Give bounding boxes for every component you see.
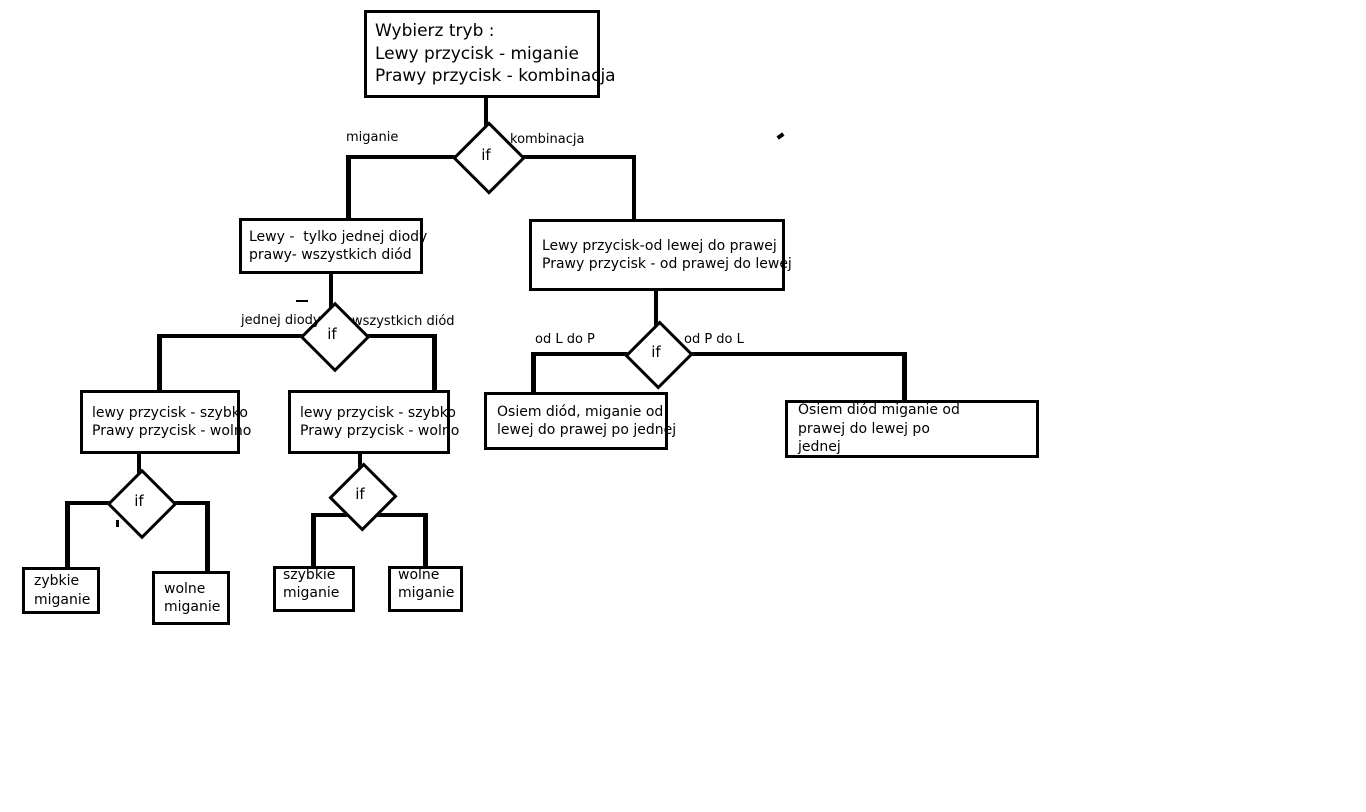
node-slow-blink-1-line-2: miganie <box>164 599 221 615</box>
node-left-mode[interactable]: Lewy - tylko jednej diody prawy- wszystk… <box>239 218 428 274</box>
decision-if-root[interactable]: if <box>452 121 526 195</box>
node-slow-blink-2-line-1: wolne <box>398 566 440 583</box>
node-left-speed-all[interactable]: lewy przycisk - szybko Prawy przycisk - … <box>288 390 460 454</box>
node-fast-blink-1-line-1: zybkie <box>34 573 80 590</box>
edge-if-left-mode-right-vertical <box>432 334 437 390</box>
edge-label-kombinacja: kombinacja <box>510 132 585 147</box>
decision-if-root-label: if <box>481 146 491 164</box>
edge-if-root-left-horizontal <box>348 155 466 159</box>
stray-mark-left-subtree <box>116 520 119 527</box>
decision-if-speed-one-label: if <box>134 492 144 510</box>
node-right-mode[interactable]: Lewy przycisk-od lewej do prawej Prawy p… <box>529 219 792 291</box>
node-eight-rl-line-1: Osiem diód miganie od <box>798 402 960 419</box>
node-right-mode-line-2: Prawy przycisk - od prawej do lewej <box>542 256 792 272</box>
edge-label-jednej-diody: jednej diody <box>241 313 321 328</box>
edge-if-right-mode-right-horizontal <box>674 352 907 356</box>
edge-left-speed-all-to-if <box>358 453 362 475</box>
node-root[interactable]: Wybierz tryb : Lewy przycisk - miganie P… <box>364 10 616 98</box>
edge-label-od-l-do-p: od L do P <box>535 332 595 347</box>
edge-if-speed-all-right-vertical <box>423 513 428 566</box>
edge-if-root-left-vertical <box>346 155 351 220</box>
decision-if-speed-one[interactable]: if <box>106 468 178 540</box>
node-eight-rl[interactable]: Osiem diód miganie od prawej do lewej po… <box>785 400 1039 458</box>
decision-if-right-mode[interactable]: if <box>624 320 694 390</box>
edge-label-miganie: miganie <box>346 130 399 145</box>
node-eight-lr[interactable]: Osiem diód, miganie od lewej do prawej p… <box>484 392 677 450</box>
node-fast-blink-1[interactable]: zybkie miganie <box>22 567 100 614</box>
node-slow-blink-2-line-2: miganie <box>398 585 455 601</box>
edge-label-wszystkich-diod: wszystkich diód <box>352 314 455 329</box>
edge-if-left-mode-right-horizontal <box>350 334 436 338</box>
edge-if-right-mode-left-horizontal <box>533 352 638 356</box>
edge-root-to-if-root <box>484 96 488 142</box>
decision-if-speed-all[interactable]: if <box>328 462 398 532</box>
edge-if-speed-all-right-horizontal <box>359 513 427 517</box>
node-fast-blink-2-line-1: szybkie <box>283 566 336 583</box>
edge-label-od-p-do-l: od P do L <box>684 332 744 347</box>
edge-if-right-mode-right-vertical <box>902 352 907 400</box>
decision-if-left-mode[interactable]: if <box>299 301 371 373</box>
decision-if-right-mode-label: if <box>651 343 661 361</box>
node-eight-rl-line-2: prawej do lewej po <box>798 420 930 437</box>
node-eight-lr-line-2: lewej do prawej po jednej <box>497 422 677 438</box>
edge-if-root-right-vertical <box>632 155 636 220</box>
node-left-speed-one-line-1: lewy przycisk - szybko <box>92 404 248 421</box>
node-fast-blink-1-line-2: miganie <box>34 591 91 608</box>
node-eight-rl-line-3: jednej <box>798 439 841 456</box>
node-slow-blink-1-line-1: wolne <box>164 580 206 597</box>
node-root-line-2: Lewy przycisk - miganie <box>375 43 579 64</box>
edge-if-speed-all-left-horizontal <box>313 513 363 517</box>
edge-left-mode-to-if <box>329 272 333 318</box>
node-left-speed-one-line-2: Prawy przycisk - wolno <box>92 423 252 439</box>
node-left-speed-one[interactable]: lewy przycisk - szybko Prawy przycisk - … <box>80 390 252 454</box>
edge-if-speed-one-right-horizontal <box>152 501 209 505</box>
node-left-mode-line-2: prawy- wszystkich diód <box>249 247 412 263</box>
decision-if-left-mode-label: if <box>327 325 337 343</box>
node-root-line-1: Wybierz tryb : <box>375 21 495 42</box>
edge-right-mode-to-if <box>654 290 658 330</box>
node-fast-blink-2-line-2: miganie <box>283 585 340 601</box>
edge-if-speed-one-left-vertical <box>65 501 70 567</box>
edge-if-left-mode-left-vertical <box>157 334 162 390</box>
edge-if-root-right-horizontal <box>506 155 636 159</box>
edge-left-speed-one-to-if <box>137 453 141 480</box>
node-left-speed-all-line-1: lewy przycisk - szybko <box>300 404 456 421</box>
node-root-line-3: Prawy przycisk - kombinacja <box>375 66 616 87</box>
edge-if-right-mode-left-vertical <box>531 352 536 392</box>
decision-if-speed-all-label: if <box>355 485 365 503</box>
stray-mark-upper-right <box>776 132 785 140</box>
edge-if-speed-one-right-vertical <box>205 501 210 571</box>
stray-mark-node-left-mode <box>296 300 308 302</box>
node-fast-blink-2[interactable]: szybkie miganie <box>273 566 355 612</box>
node-eight-lr-line-1: Osiem diód, miganie od <box>497 403 664 420</box>
node-slow-blink-2[interactable]: wolne miganie <box>388 566 463 612</box>
node-left-speed-all-line-2: Prawy przycisk - wolno <box>300 423 460 439</box>
node-left-mode-line-1: Lewy - tylko jednej diody <box>249 228 428 245</box>
edge-if-left-mode-left-horizontal <box>159 334 314 338</box>
edge-if-speed-one-left-horizontal <box>67 501 122 505</box>
edge-if-speed-all-left-vertical <box>311 513 316 566</box>
node-slow-blink-1[interactable]: wolne miganie <box>152 571 230 625</box>
node-right-mode-line-1: Lewy przycisk-od lewej do prawej <box>542 237 777 254</box>
